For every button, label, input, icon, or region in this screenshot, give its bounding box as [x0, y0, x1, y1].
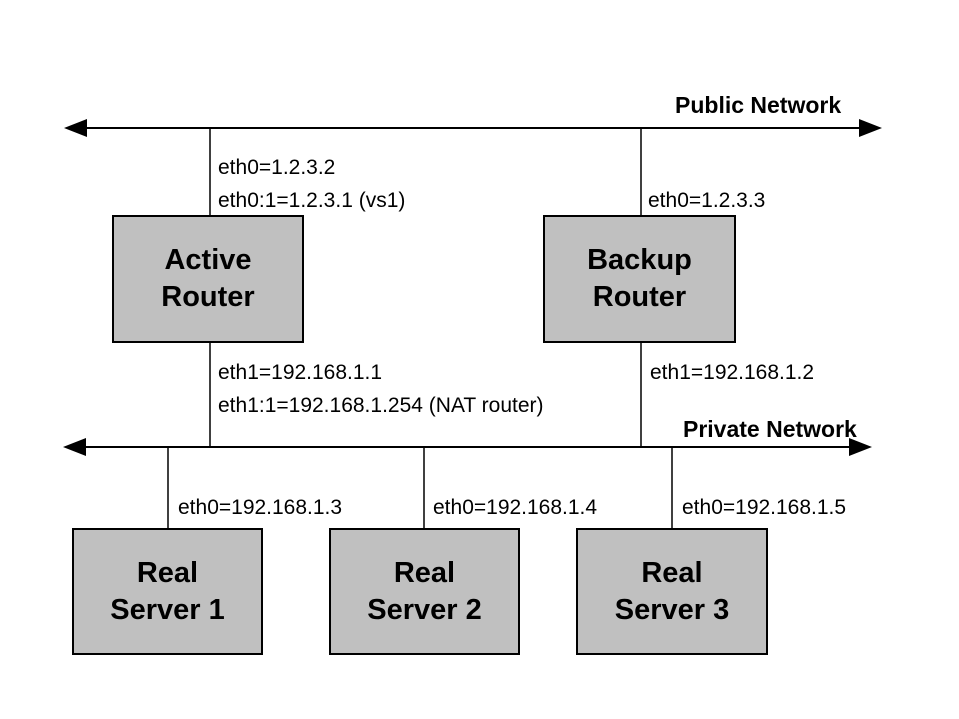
public-network-left-arrow-icon [64, 119, 87, 137]
public-network-right-arrow-icon [859, 119, 882, 137]
real-server-3-label: Real Server 3 [614, 556, 730, 626]
active-router-eth0-label: eth0=1.2.3.2 [218, 156, 336, 179]
backup-router-eth1-label: eth1=192.168.1.2 [650, 361, 815, 384]
active-router-eth1-alias-label: eth1:1=192.168.1.254 (NAT router) [218, 394, 544, 417]
active-router-eth1-label: eth1=192.168.1.1 [218, 361, 383, 384]
real-server-1-node: Real Server 1 [72, 528, 263, 655]
real-server-2-label: Real Server 2 [367, 556, 482, 626]
backup-router-node: Backup Router [543, 215, 736, 343]
public-network-label: Public Network [675, 92, 842, 118]
private-network-right-arrow-icon [849, 438, 872, 456]
private-network-left-arrow-icon [63, 438, 86, 456]
backup-router-label: Backup Router [587, 244, 692, 313]
active-router-label: Active Router [161, 244, 255, 313]
real-server-1-label: Real Server 1 [110, 556, 225, 626]
private-network-label: Private Network [683, 416, 857, 442]
real-server-2-eth0-label: eth0=192.168.1.4 [433, 496, 598, 519]
real-server-3-eth0-label: eth0=192.168.1.5 [682, 496, 847, 519]
real-server-1-eth0-label: eth0=192.168.1.3 [178, 496, 343, 519]
active-router-eth0-alias-label: eth0:1=1.2.3.1 (vs1) [218, 189, 406, 212]
real-server-3-node: Real Server 3 [576, 528, 768, 655]
active-router-node: Active Router [112, 215, 304, 343]
backup-router-eth0-label: eth0=1.2.3.3 [648, 189, 766, 212]
real-server-2-node: Real Server 2 [329, 528, 520, 655]
